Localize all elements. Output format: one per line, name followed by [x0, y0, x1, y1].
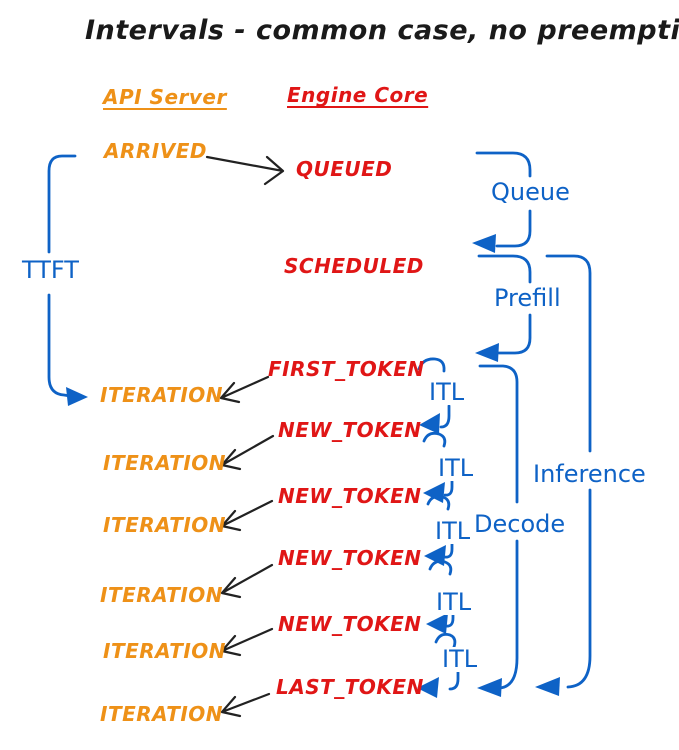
column-header-engine-core: Engine Core	[287, 83, 429, 107]
event-new-token: NEW_TOKEN	[278, 546, 422, 570]
new-token-to-iteration-arrow	[220, 434, 275, 471]
event-last-token: LAST_TOKEN	[276, 675, 424, 699]
itl-arrowhead	[417, 677, 439, 698]
interval-label-itl: ITL	[434, 588, 474, 616]
event-new-token: NEW_TOKEN	[278, 612, 422, 636]
ttft-arrowhead	[66, 387, 88, 406]
arrived-to-queued-arrow	[205, 155, 285, 186]
new-token-to-iteration-arrow	[220, 499, 274, 532]
diagram-title: Intervals - common case, no preemptions	[85, 15, 679, 46]
first-token-to-iteration-arrow	[219, 375, 270, 404]
event-queued: QUEUED	[296, 157, 393, 181]
itl-connector-4	[426, 559, 455, 634]
event-scheduled: SCHEDULED	[284, 254, 424, 278]
inference-arrowhead	[535, 677, 560, 696]
interval-label-decode: Decode	[472, 510, 568, 538]
interval-label-itl: ITL	[433, 517, 473, 545]
event-iteration: ITERATION	[103, 639, 227, 663]
interval-label-itl: ITL	[427, 378, 467, 406]
prefill-bracket	[475, 254, 532, 362]
prefill-arrowhead	[475, 343, 499, 362]
inference-bracket	[535, 254, 592, 696]
new-token-to-iteration-arrow	[220, 627, 274, 657]
event-new-token: NEW_TOKEN	[278, 418, 422, 442]
interval-label-itl: ITL	[436, 454, 476, 482]
decode-bracket	[477, 364, 519, 697]
interval-label-prefill: Prefill	[492, 284, 563, 312]
event-new-token: NEW_TOKEN	[278, 484, 422, 508]
event-first-token: FIRST_TOKEN	[268, 357, 425, 381]
itl-arrowhead	[426, 613, 448, 634]
column-header-api-server: API Server	[103, 85, 227, 109]
queue-arrowhead	[472, 234, 496, 253]
interval-label-inference: Inference	[531, 460, 648, 488]
event-iteration: ITERATION	[103, 451, 227, 475]
itl-arrowhead	[419, 413, 440, 434]
event-iteration: ITERATION	[103, 513, 227, 537]
decode-arrowhead	[477, 678, 502, 697]
itl-connector-5	[417, 632, 460, 698]
event-arrived: ARRIVED	[104, 139, 207, 163]
interval-label-ttft: TTFT	[20, 256, 81, 284]
interval-label-queue: Queue	[489, 178, 572, 206]
queue-bracket	[472, 151, 532, 253]
event-iteration: ITERATION	[100, 583, 224, 607]
event-iteration: ITERATION	[100, 702, 224, 726]
ttft-bracket	[47, 154, 88, 406]
event-iteration: ITERATION	[100, 383, 224, 407]
itl-arrowhead	[423, 482, 445, 503]
new-token-to-iteration-arrow	[220, 563, 274, 599]
last-token-to-iteration-arrow	[220, 692, 271, 718]
itl-connector-1	[417, 357, 451, 434]
interval-label-itl: ITL	[440, 645, 480, 673]
